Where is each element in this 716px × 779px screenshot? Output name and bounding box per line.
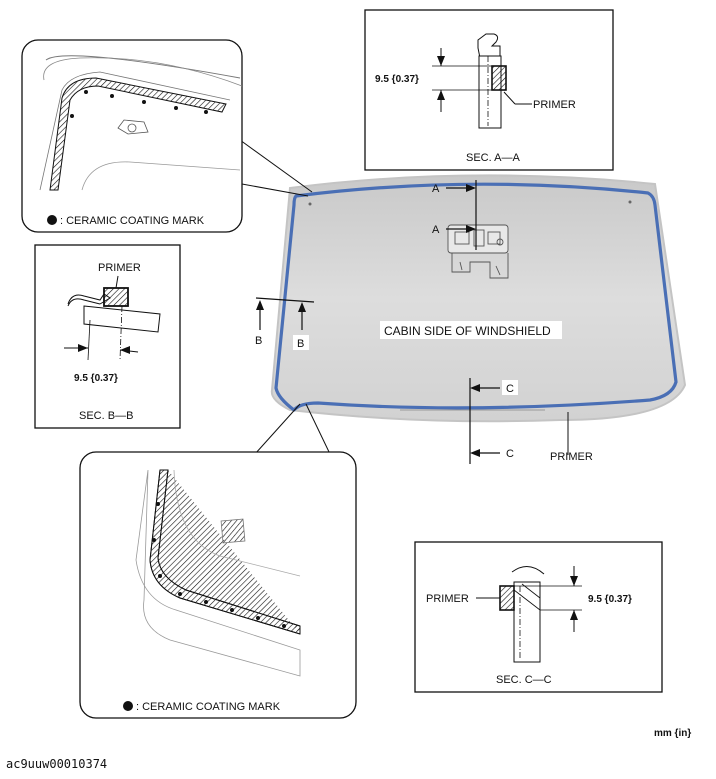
- detail-bottom-left: [79, 403, 357, 719]
- section-label-b-left: B: [255, 335, 262, 347]
- dimension-label-b: 9.5 {0.37}: [74, 373, 118, 384]
- section-line-c: [469, 378, 500, 464]
- sec-a-detail: [364, 9, 614, 171]
- section-title-c: SEC. C—C: [496, 674, 552, 686]
- detail-top-left: [21, 39, 313, 233]
- section-label-a-bottom: A: [432, 224, 440, 236]
- cabin-side-label: CABIN SIDE OF WINDSHIELD: [384, 324, 551, 338]
- sec-b-detail: [34, 244, 181, 429]
- corner-mark-left: [308, 202, 312, 206]
- corner-mark-right: [628, 200, 632, 204]
- section-title-b: SEC. B—B: [79, 410, 133, 422]
- windshield: [270, 174, 687, 423]
- ceramic-mark-label-bottom: : CERAMIC COATING MARK: [136, 701, 281, 713]
- primer-label-a: PRIMER: [533, 99, 576, 111]
- dimension-label-c: 9.5 {0.37}: [588, 594, 632, 605]
- section-line-b: [255, 297, 315, 330]
- b-label-bg: [293, 335, 309, 350]
- primer-label-c: PRIMER: [426, 593, 469, 605]
- section-title-a: SEC. A—A: [466, 152, 520, 164]
- section-label-a-top: A: [432, 183, 440, 195]
- units-label: mm {in}: [654, 728, 691, 739]
- primer-label-b: PRIMER: [98, 262, 141, 274]
- sec-c-detail: [414, 541, 663, 693]
- c-label-bg: [502, 380, 518, 395]
- windshield-glass: [270, 174, 687, 423]
- dimension-label-a: 9.5 {0.37}: [375, 74, 419, 85]
- image-code: ac9uuw00010374: [6, 757, 107, 771]
- section-label-c-bottom: C: [506, 448, 514, 460]
- primer-label-main: PRIMER: [550, 451, 593, 463]
- section-label-c-top: C: [506, 383, 514, 395]
- mirror-bracket: [447, 224, 509, 279]
- ceramic-mark-label-top: : CERAMIC COATING MARK: [60, 215, 205, 227]
- section-label-b-right: B: [297, 338, 304, 350]
- cabin-label-bg: [380, 321, 562, 339]
- section-line-a: [446, 180, 477, 250]
- primer-line: [274, 182, 678, 412]
